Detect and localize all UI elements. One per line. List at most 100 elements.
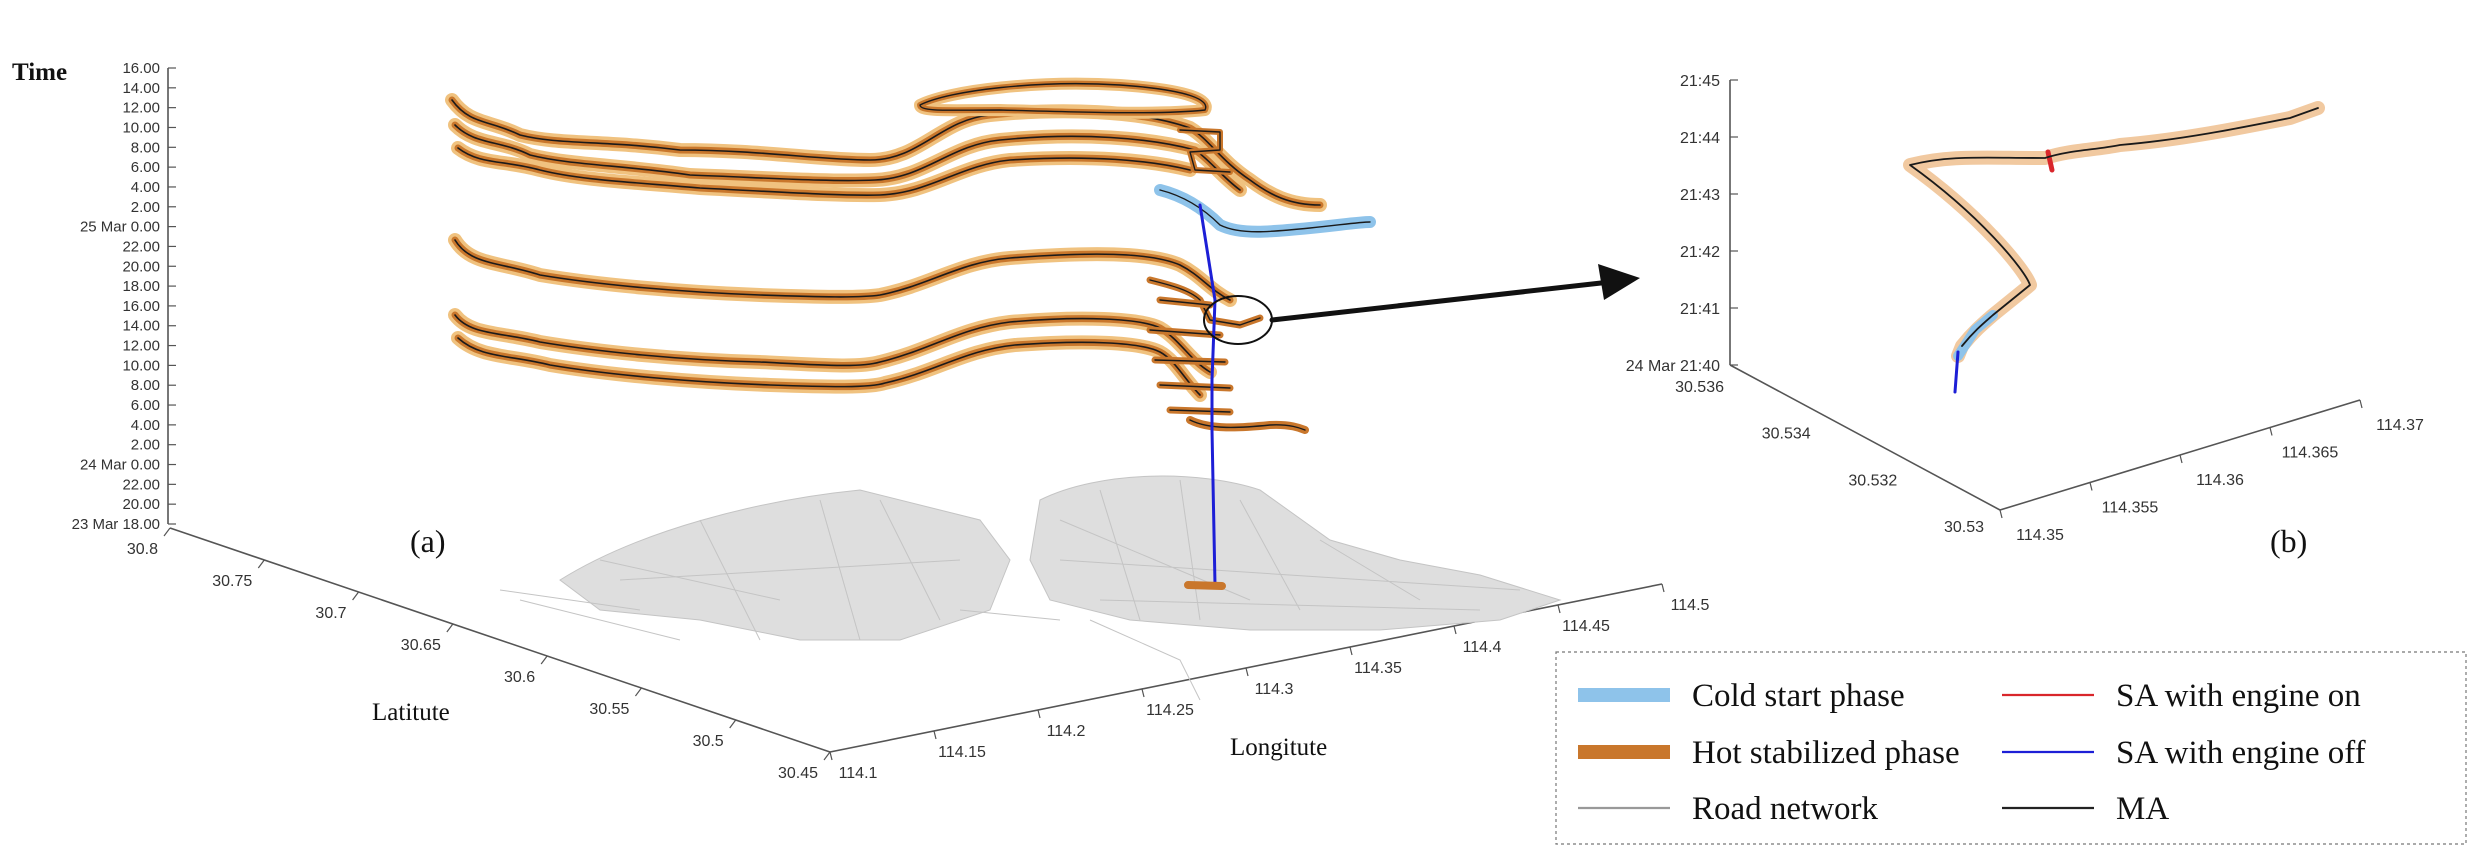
z-tick-label-a: 6.00 (131, 397, 160, 414)
z-tick-label-a: 2.00 (131, 199, 160, 216)
legend-label: MA (2116, 791, 2169, 827)
lon-tick-mark-b (2089, 482, 2093, 491)
traj-b-sa-off (1953, 350, 1960, 394)
upper-loop-ma (919, 83, 1207, 114)
lat-tick-mark-a (446, 623, 454, 633)
z-tick-label-a: 12.00 (122, 338, 160, 355)
lon-tick-mark-a (1453, 625, 1457, 635)
lon-tick-label-b: 114.35 (2016, 527, 2064, 544)
lat-tick-label-a: 30.5 (693, 733, 724, 750)
lon-tick-mark-b (2269, 427, 2273, 436)
upper-path1-ma (451, 99, 1321, 206)
middle-path1-ma (454, 239, 1231, 301)
z-tick-label-a: 18.00 (122, 278, 160, 295)
lon-tick-mark-b (2179, 454, 2183, 464)
legend: Cold start phase SA with engine on Hot sta… (1555, 651, 2467, 845)
lon-tick-label-a: 114.5 (1671, 597, 1710, 614)
lon-tick-mark-a (829, 751, 833, 761)
z-tick-label-a: 2.00 (131, 437, 160, 454)
z-tick-label-a: 10.00 (122, 119, 160, 136)
z-tick-label-a: 16.00 (122, 298, 160, 315)
lower-path2-ma (457, 337, 1201, 396)
lon-tick-labels-a: 114.1114.15114.2114.25114.3114.35114.411… (829, 583, 1710, 782)
z-tick-label-a: 24 Mar 0.00 (80, 457, 160, 474)
z-tick-label-a: 6.00 (131, 159, 160, 176)
lon-tick-mark-a (933, 730, 937, 740)
lon-tick-mark-a (1245, 667, 1249, 677)
lat-tick-label-a: 30.6 (504, 669, 535, 686)
lat-tick-label-b: 30.536 (1675, 379, 1724, 396)
lon-tick-mark-a (1349, 646, 1353, 656)
lat-tick-label-a: 30.75 (212, 573, 252, 590)
lower-tail-ma (1189, 419, 1306, 431)
z-tick-label-a: 10.00 (122, 357, 160, 374)
lat-tick-mark-a (352, 591, 360, 601)
z-tick-label-a: 12.00 (122, 100, 160, 117)
lat-tick-label-a: 30.45 (778, 765, 818, 782)
panel-label-a: (a) (410, 523, 446, 559)
legend-label: SA with engine on (2116, 678, 2361, 714)
traj-b-ma (1909, 107, 2319, 347)
lon-tick-label-a: 114.1 (839, 765, 878, 782)
lon-tick-mark-b (2359, 399, 2363, 409)
road-region-east (1029, 475, 1562, 631)
z-tick-label-a: 22.00 (122, 476, 160, 493)
lon-tick-label-a: 114.4 (1463, 639, 1502, 656)
trajectory-group-middle (448, 233, 1264, 329)
legend-items: Cold start phase SA with engine on Hot sta… (1578, 678, 2366, 827)
lon-tick-mark-b (1999, 509, 2003, 519)
lat-tick-labels-b: 30.536 30.534 30.532 30.53 (1675, 379, 1984, 536)
lon-tick-label-a: 114.15 (938, 744, 986, 761)
upper-path2-ma (454, 124, 1241, 191)
lat-tick-mark-a (540, 655, 548, 665)
z-tick-label-a: 22.00 (122, 238, 160, 255)
z-tick-label-b: 21:42 (1680, 244, 1720, 261)
lon-tick-label-a: 114.2 (1047, 723, 1086, 740)
lon-tick-mark-a (1557, 604, 1561, 614)
trajectory-group-lower (448, 296, 1309, 434)
lat-tick-mark-a (634, 687, 642, 697)
lower-path1-ma (454, 314, 1211, 373)
upper-path3-ma (457, 147, 1191, 196)
z-tick-label-b: 24 Mar 21:40 (1626, 358, 1720, 375)
lat-tick-label-b: 30.53 (1944, 519, 1984, 536)
z-tick-label-b: 21:41 (1680, 301, 1720, 318)
legend-box (1555, 651, 2467, 845)
z-tick-label-a: 23 Mar 18.00 (72, 516, 160, 533)
legend-label: Hot stabilized phase (1692, 735, 1960, 771)
trajectories-a (445, 77, 1640, 590)
lon-tick-mark-a (1141, 688, 1145, 698)
panel-label-b: (b) (2270, 523, 2307, 559)
lat-axis-b (1729, 364, 2001, 511)
lon-axis-label-a: Longitute (1230, 734, 1327, 761)
trajectory-b (1903, 101, 2325, 394)
lon-tick-label-a: 114.25 (1146, 702, 1194, 719)
middle-path1-glow (448, 233, 1237, 307)
lon-tick-label-a: 114.35 (1354, 660, 1402, 677)
lon-tick-mark-a (1661, 583, 1665, 593)
lat-tick-label-b: 30.534 (1762, 426, 1811, 443)
lat-tick-mark-a (257, 559, 265, 569)
z-tick-label-a: 14.00 (122, 318, 160, 335)
lat-tick-label-a: 30.7 (315, 605, 346, 622)
road-network (499, 475, 1562, 701)
legend-label: Cold start phase (1692, 678, 1905, 714)
lat-tick-label-b: 30.532 (1848, 472, 1897, 489)
z-tick-label-a: 4.00 (131, 417, 160, 434)
z-tick-label-a: 20.00 (122, 258, 160, 275)
z-axis-title-a: Time (12, 59, 67, 86)
middle-cluster-ma (1149, 279, 1261, 326)
lon-tick-mark-a (1037, 709, 1041, 719)
lat-tick-mark-a (163, 527, 171, 537)
zoom-arrow-head (1598, 264, 1640, 300)
lat-axis-a (169, 527, 831, 753)
legend-label: Road network (1692, 791, 1879, 827)
lon-tick-label-a: 114.45 (1562, 618, 1610, 635)
z-tick-label-a: 4.00 (131, 179, 160, 196)
